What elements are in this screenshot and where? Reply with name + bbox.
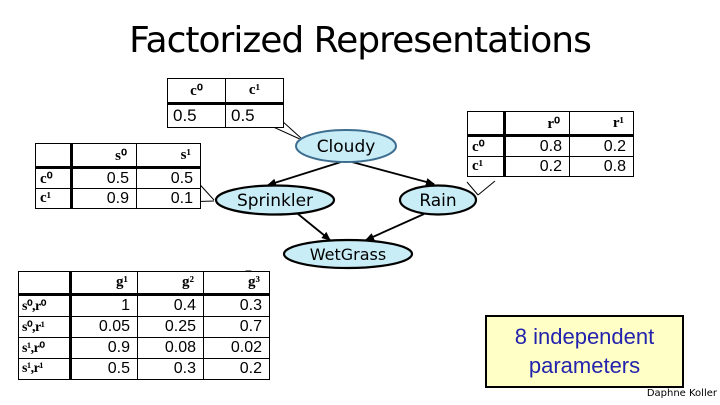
node-sprinkler-ellipse <box>214 184 336 216</box>
table-value-cell: 0.05 <box>70 316 138 338</box>
table-value-cell: 0.5 <box>136 167 201 189</box>
table-value-cell: 0.7 <box>203 316 270 338</box>
node-sprinkler-label: Sprinkler <box>237 191 313 211</box>
table-header-cell: g² <box>137 271 204 296</box>
table-value-cell: 0.5 <box>225 103 284 128</box>
network-edges <box>267 161 435 241</box>
table-row-label: s⁰,r⁰ <box>18 294 72 317</box>
callout-line-rain-right <box>477 180 496 196</box>
independent-parameters-callout: 8 independent parameters <box>485 315 684 388</box>
table-header-cell: s⁰ <box>71 143 137 169</box>
table-header-cell: c¹ <box>225 78 284 105</box>
table-row-label: c¹ <box>467 156 506 177</box>
sprinkler-cpt-table: s⁰ s¹ c⁰ 0.5 0.5 c¹ 0.9 0.1 <box>35 143 201 209</box>
slide-title: Factorized Representations <box>129 20 592 61</box>
table-header-cell: g¹ <box>70 271 138 296</box>
cloudy-prior-table: c⁰ c¹ 0.5 0.5 <box>167 78 284 128</box>
edge-cloudy-sprinkler <box>267 161 342 187</box>
table-header-cell: r⁰ <box>504 111 570 137</box>
table-value-cell: 0.2 <box>504 156 570 177</box>
table-corner-cell <box>35 143 73 169</box>
table-value-cell: 0.2 <box>203 358 270 380</box>
table-row-label: s⁰,r¹ <box>18 316 72 338</box>
table-value-cell: 0.8 <box>504 135 570 157</box>
table-value-cell: 1 <box>70 294 138 317</box>
table-value-cell: 0.2 <box>569 135 634 157</box>
table-value-cell: 0.5 <box>71 167 137 189</box>
table-value-cell: 0.5 <box>70 358 138 380</box>
table-value-cell: 0.1 <box>136 188 201 209</box>
table-value-cell: 0.02 <box>203 337 270 359</box>
callout-line-rain-left <box>466 181 479 196</box>
table-row-label: s¹,r⁰ <box>18 337 72 359</box>
edge-cloudy-rain <box>351 161 435 186</box>
table-value-cell: 0.9 <box>71 188 137 209</box>
edge-rain-wetgrass <box>365 213 425 241</box>
table-value-cell: 0.4 <box>137 294 204 317</box>
node-rain-label: Rain <box>419 191 456 211</box>
table-value-cell: 0.3 <box>137 358 204 380</box>
table-corner-cell <box>467 111 506 137</box>
node-wetgrass-ellipse <box>282 238 414 270</box>
node-wetgrass-label: WetGrass <box>310 245 386 264</box>
rain-cpt-table: r⁰ r¹ c⁰ 0.8 0.2 c¹ 0.2 0.8 <box>467 111 634 177</box>
table-value-cell: 0.3 <box>203 294 270 317</box>
wetgrass-cpt-table: g¹ g² g³ s⁰,r⁰ 1 0.4 0.3 s⁰,r¹ 0.05 0.25… <box>18 271 270 380</box>
table-value-cell: 0.25 <box>137 316 204 338</box>
table-row-label: c⁰ <box>467 135 506 157</box>
table-header-cell: s¹ <box>136 143 201 169</box>
table-value-cell: 0.08 <box>137 337 204 359</box>
table-header-cell: g³ <box>203 271 270 296</box>
table-row-label: s¹,r¹ <box>18 358 72 380</box>
table-value-cell: 0.5 <box>167 103 226 128</box>
node-cloudy-ellipse <box>295 129 397 163</box>
table-row-label: c⁰ <box>35 167 73 189</box>
table-header-cell: r¹ <box>569 111 634 137</box>
edge-sprinkler-wetgrass <box>297 213 331 241</box>
table-header-cell: c⁰ <box>167 78 226 105</box>
node-rain-ellipse <box>398 184 478 216</box>
independent-parameters-text: 8 independent parameters <box>514 323 655 378</box>
table-value-cell: 0.9 <box>70 337 138 359</box>
table-row-label: c¹ <box>35 188 73 209</box>
author-credit: Daphne Koller <box>646 388 717 399</box>
table-value-cell: 0.8 <box>569 156 634 177</box>
node-cloudy-label: Cloudy <box>317 137 376 157</box>
table-corner-cell <box>18 271 72 296</box>
